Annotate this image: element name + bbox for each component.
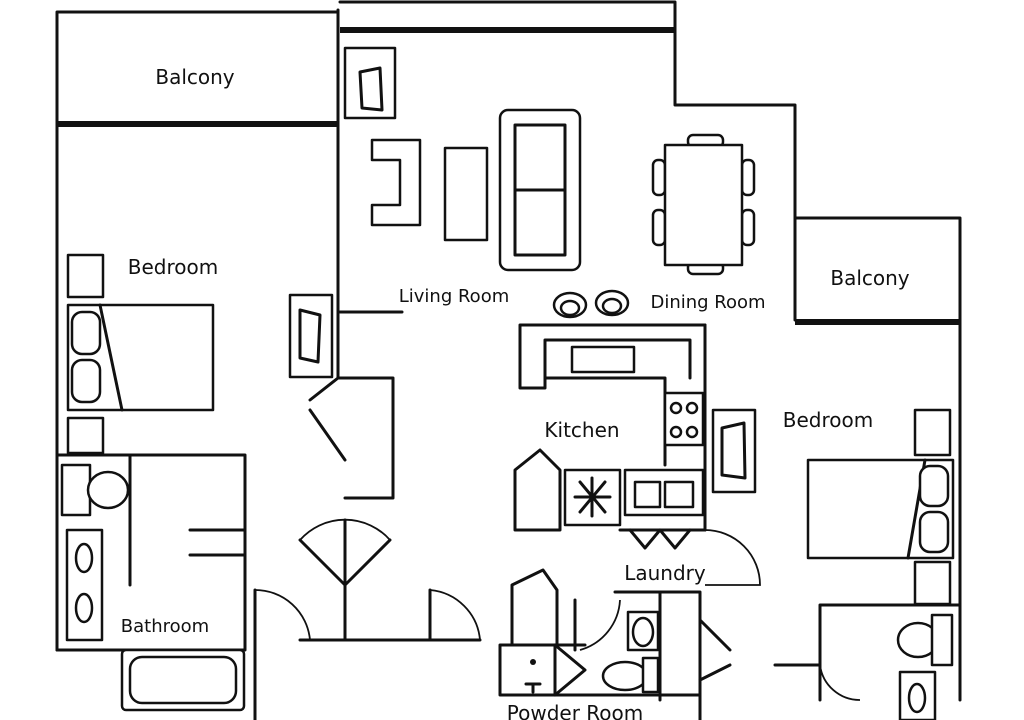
toilet-bathroom (86, 470, 130, 510)
label-powder-room: Powder Room (507, 701, 643, 720)
stools (552, 289, 630, 319)
tv-bedroom-left (288, 293, 334, 379)
kitchen-sink (570, 345, 636, 374)
label-bedroom-right: Bedroom (783, 408, 873, 432)
armchair (370, 138, 422, 227)
tv-bedroom-right (711, 408, 757, 494)
dining-table (651, 133, 756, 276)
furniture (60, 46, 955, 720)
label-balcony-right: Balcony (830, 266, 909, 290)
label-living-room: Living Room (399, 286, 510, 307)
coffee-table (443, 146, 489, 242)
label-dining-room: Dining Room (650, 292, 765, 313)
label-laundry: Laundry (624, 561, 706, 585)
tv-left (343, 46, 397, 120)
label-bedroom-left: Bedroom (128, 255, 218, 279)
toilet-powder (601, 660, 649, 692)
label-bathroom: Bathroom (121, 616, 209, 637)
label-balcony-left: Balcony (155, 65, 234, 89)
label-kitchen: Kitchen (544, 418, 619, 442)
